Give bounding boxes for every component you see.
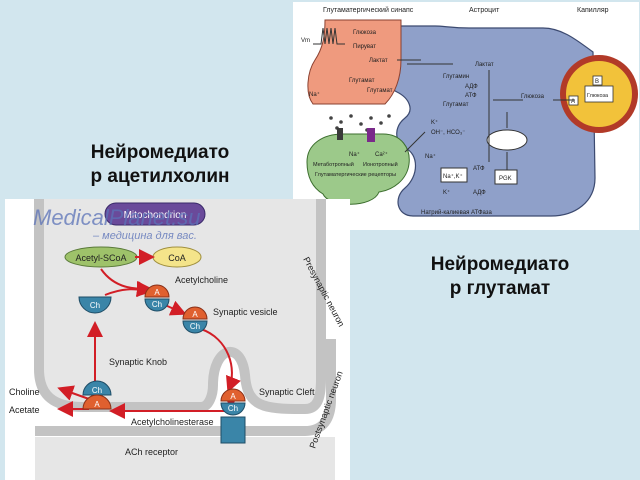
choline-label: Choline (9, 387, 40, 397)
glutamate-caption-line1: Нейромедиато (430, 254, 570, 275)
header-astrocyte: Астроцит (469, 7, 500, 14)
a-label-1: A (154, 288, 160, 297)
ach-molecule-2: A Ch (182, 306, 208, 334)
presynaptic-terminal (307, 19, 402, 105)
na-k-box (440, 167, 468, 183)
astro-lactate: Лактат (475, 62, 494, 68)
vm-label: Vm (301, 38, 310, 44)
cap-b: B (595, 79, 599, 85)
astro-oh-hco3: OH⁻, HCO₃⁻ (431, 130, 465, 136)
acetylcholine-caption: Нейромедиато р ацетилхолин (40, 141, 280, 189)
astrocyte-shape (385, 25, 596, 217)
a-label-2: A (192, 310, 198, 319)
mitochondrion-label: Mitochondrion (124, 210, 187, 221)
post-ca: Ca²⁺ (375, 151, 388, 158)
a-label-3: A (230, 392, 236, 401)
synaptic-knob-label: Synaptic Knob (109, 357, 167, 367)
astro-atp: АТФ (465, 93, 477, 99)
astro-atpase: Натрий-калиевая АТФаза (421, 209, 493, 216)
acetylcholine-synapse-diagram: Mitochondrion MedicalPlanet.su – медицин… (5, 199, 350, 480)
post-na: Na⁺ (349, 151, 360, 158)
postsynaptic-terminal (306, 133, 410, 205)
glutamate-caption-line2: р глутамат (449, 278, 551, 299)
post-metabotropic: Метаботропный (313, 161, 354, 168)
pre-pyruvate: Пируват (353, 44, 376, 50)
ach-diagram-svg: Mitochondrion MedicalPlanet.su – медицин… (9, 199, 346, 480)
acetylcholine-caption-line1: Нейромедиато (90, 142, 230, 163)
cap-glucose: Глюкоза (587, 93, 609, 99)
pre-glutamate-2: Глутамат (367, 88, 393, 94)
synaptic-vesicle-label: Synaptic vesicle (213, 307, 278, 317)
cap-a: A (571, 99, 575, 105)
vm-trace (313, 27, 345, 45)
acetylcholinesterase-label: Acetylcholinesterase (131, 417, 214, 427)
pre-na: Na⁺ (309, 91, 320, 98)
glutamate-flow-arrows (397, 59, 575, 170)
synaptic-cleft-label: Synaptic Cleft (259, 387, 315, 397)
ionotropic-receptor (367, 128, 375, 142)
postsynaptic-fill (35, 437, 335, 480)
header-capillary: Капилляр (577, 7, 609, 14)
watermark-subtitle: – медицина для вас. (92, 230, 197, 242)
postsynaptic-membrane (35, 339, 336, 436)
metabotropic-receptor (337, 128, 343, 140)
astro-na-k: Na⁺,K⁺ (443, 173, 463, 180)
a-label-4: A (94, 400, 100, 409)
ch-disc-left-top: Ch (78, 296, 112, 314)
ch-label-4: Ch (228, 404, 238, 413)
glutamate-diagram-svg: Глутаматергический синапс Астроцит Капил… (301, 6, 638, 217)
pre-glucose: Глюкоза (353, 30, 377, 36)
mitochondrion (104, 202, 206, 226)
acetate-label: Acetate (9, 405, 40, 415)
pre-glutamate-1: Глутамат (349, 78, 375, 84)
ach-molecule-cleft: A Ch (220, 388, 246, 416)
astro-na: Na⁺ (425, 153, 436, 160)
post-ionotropic: Ионотропный (363, 161, 398, 168)
header-synapse: Глутаматергический синапс (323, 6, 414, 14)
pgk-box (494, 169, 518, 185)
watermark-title: MedicalPlanet.su (33, 205, 201, 230)
astrocyte-ellipse (486, 129, 528, 151)
astro-k2: K⁺ (443, 189, 450, 196)
ch-label-3: Ch (190, 322, 200, 331)
post-receptors: Глутаматергические рецепторы (315, 172, 396, 178)
ach-molecule-1: A Ch (144, 284, 170, 312)
pre-lactate: Лактат (369, 58, 388, 64)
ach-receptor-label: ACh receptor (125, 447, 178, 457)
capillary-transporter (584, 85, 614, 103)
ach-receptor-block (220, 416, 246, 444)
astro-adp2: АДФ (473, 190, 486, 196)
astro-glutamate: Глутамат (443, 102, 469, 108)
ch-label-1: Ch (90, 301, 100, 310)
glutamate-caption: Нейромедиато р глутамат (400, 253, 600, 301)
capillary-b-box (592, 75, 603, 86)
astro-glutamine: Глутамин (443, 74, 469, 80)
coa-label: CoA (168, 253, 186, 263)
choline-disc-bottom: Ch A (82, 380, 112, 410)
acetylcholine-label: Acetylcholine (175, 275, 228, 285)
glutamate-synapse-diagram: Глутаматергический синапс Астроцит Капил… (293, 2, 639, 230)
acetylcholine-caption-line2: р ацетилхолин (90, 166, 230, 187)
ch-label-5: Ch (92, 386, 102, 395)
astro-k: K⁺ (431, 119, 438, 126)
astro-adp: АДФ (465, 84, 478, 90)
astro-glucose: Глюкоза (521, 94, 545, 100)
ch-label-2: Ch (152, 300, 162, 309)
astro-atp2: АТФ (473, 166, 485, 172)
astro-pgk: PGK (499, 176, 512, 182)
acetyl-scoa-label: Acetyl-SCoA (75, 253, 126, 263)
